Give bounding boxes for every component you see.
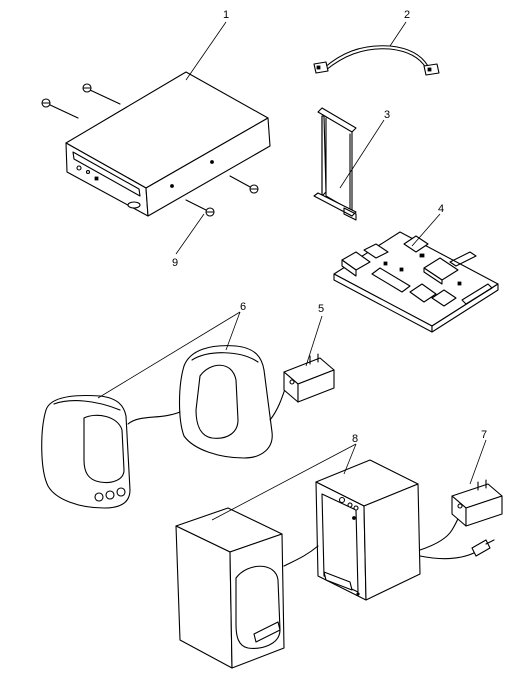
circuit-board <box>333 231 499 333</box>
small-speaker-right <box>179 345 273 459</box>
optical-drive <box>41 71 271 217</box>
callout-4: 4 <box>438 203 444 215</box>
large-speaker-link-cable <box>283 545 319 567</box>
screw-icon <box>229 175 259 194</box>
power-adapter-large <box>451 479 503 527</box>
screw-icon <box>41 98 79 119</box>
audio-plug-icon <box>471 539 495 557</box>
audio-cable <box>313 45 440 76</box>
audio-plug-cable <box>419 551 477 560</box>
callout-5: 5 <box>318 303 324 315</box>
small-speaker-left <box>41 394 131 509</box>
screw-icon <box>82 83 121 105</box>
callout-7: 7 <box>481 429 487 441</box>
speaker-power-cable <box>269 385 287 421</box>
power-adapter-small <box>283 353 335 403</box>
large-speaker-left <box>175 507 285 669</box>
callout-3: 3 <box>384 109 390 121</box>
speaker-link-cable <box>127 411 181 425</box>
callout-9: 9 <box>172 257 178 269</box>
screw-icon <box>185 199 215 217</box>
callout-1: 1 <box>223 9 229 21</box>
large-speaker-right <box>315 459 421 601</box>
callout-6: 6 <box>240 301 246 313</box>
callout-8: 8 <box>352 433 358 445</box>
callout-leaders <box>97 21 487 521</box>
ribbon-cable <box>313 107 357 221</box>
callout-2: 2 <box>404 9 410 21</box>
